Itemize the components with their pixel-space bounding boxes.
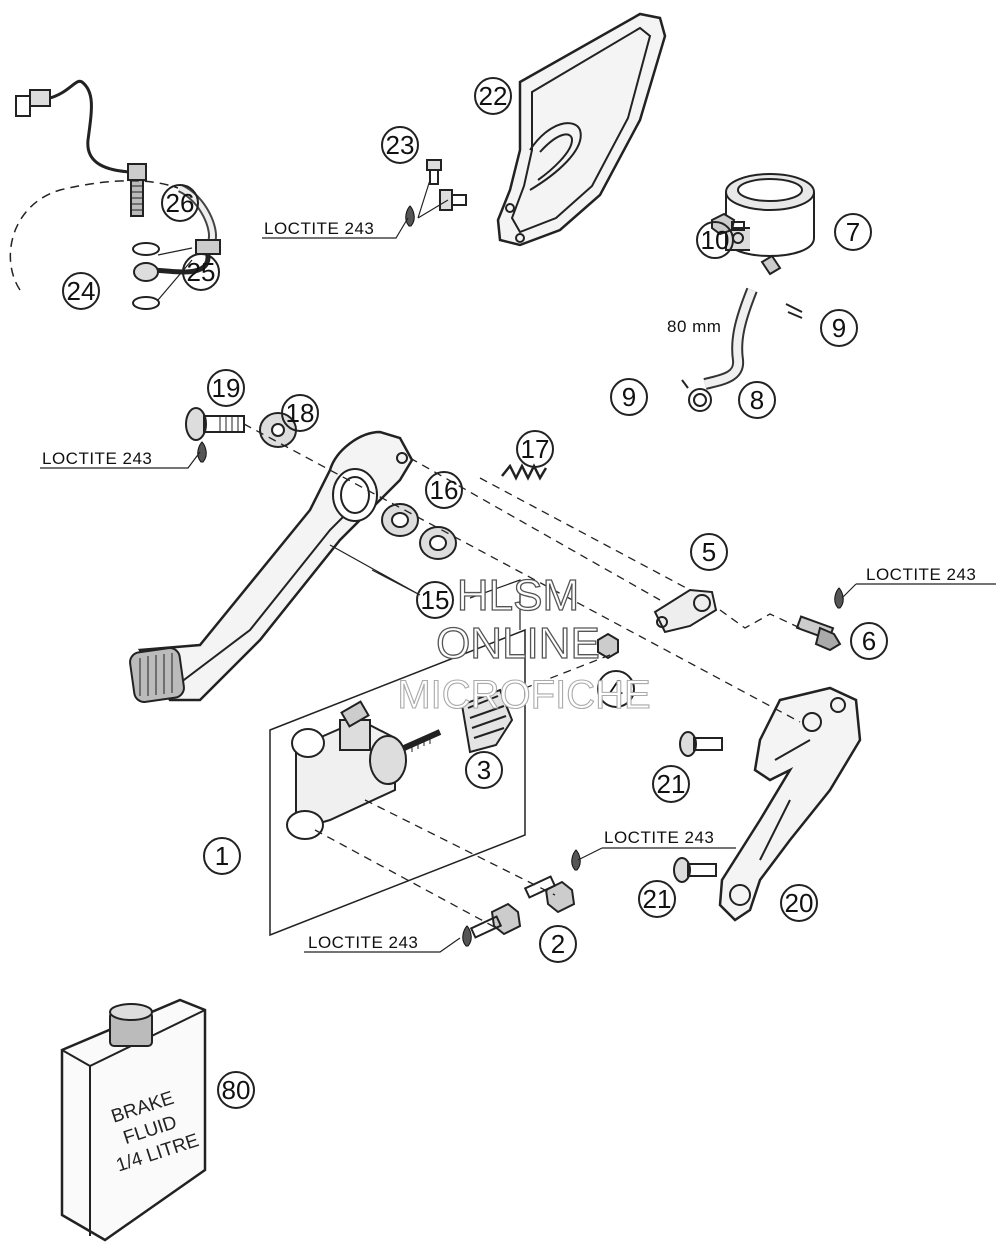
callout-17: 17 <box>521 434 550 464</box>
callout-16: 16 <box>430 475 459 505</box>
leader-lines <box>40 179 996 953</box>
callout-9a: 9 <box>832 313 846 343</box>
screws-21 <box>673 731 723 883</box>
hose-clamps-9 <box>681 303 803 412</box>
heel-guard <box>496 12 667 247</box>
loctite-note-left: LOCTITE 243 <box>42 449 152 468</box>
callout-80: 80 <box>222 1075 251 1105</box>
callout-25: 25 <box>187 257 216 287</box>
callout-6: 6 <box>862 626 876 656</box>
hose-8 <box>703 287 758 390</box>
bolt-6 <box>795 615 842 652</box>
callout-9b: 9 <box>622 382 636 412</box>
callout-circles <box>62 77 888 1109</box>
watermark-line1: HLSM <box>457 571 579 620</box>
callout-4: 4 <box>609 674 623 704</box>
master-cylinder <box>286 700 442 840</box>
callout-23: 23 <box>386 130 415 160</box>
loctite-note-top: LOCTITE 243 <box>264 219 374 238</box>
callout-26: 26 <box>166 188 195 218</box>
loctite-drops <box>197 205 844 947</box>
bolts-2 <box>469 875 576 939</box>
bushing-15a <box>381 503 419 537</box>
loctite-note-bottom: LOCTITE 243 <box>308 933 418 952</box>
callout-10: 10 <box>701 225 730 255</box>
brake-pedal <box>129 430 414 703</box>
loctite-note-right: LOCTITE 243 <box>866 565 976 584</box>
master-cylinder-frame <box>269 628 526 937</box>
clevis-5 <box>653 588 718 634</box>
callout-8: 8 <box>750 385 764 415</box>
callout-24: 24 <box>67 276 96 306</box>
callout-21a: 21 <box>657 769 686 799</box>
callout-21b: 21 <box>643 884 672 914</box>
spring-17 <box>501 463 548 481</box>
footrest-bracket <box>718 686 862 922</box>
assembly-lines <box>243 423 801 931</box>
callout-1: 1 <box>215 841 229 871</box>
callout-3: 3 <box>477 755 491 785</box>
bolt-19 <box>185 407 245 441</box>
boot-3 <box>460 688 514 754</box>
callout-numbers: 1 2 3 4 5 6 7 8 9 9 10 15 16 17 18 19 20… <box>67 81 877 1105</box>
brake-line <box>9 180 221 310</box>
reservoir <box>725 173 815 276</box>
watermark-line2: ONLINE <box>436 619 600 668</box>
brake-fluid-can <box>60 998 207 1242</box>
callout-18: 18 <box>286 398 315 428</box>
nut-4 <box>597 632 619 660</box>
callout-19: 19 <box>212 373 241 403</box>
loctite-note-mid: LOCTITE 243 <box>604 828 714 847</box>
bushing-15b <box>419 526 457 560</box>
watermark: HLSM ONLINE MICROFICHE <box>397 570 651 717</box>
callout-2: 2 <box>551 929 565 959</box>
screws-23 <box>426 159 467 211</box>
notes: LOCTITE 243 LOCTITE 243 LOCTITE 243 LOCT… <box>42 219 976 952</box>
watermark-line3: MICROFICHE <box>397 673 650 717</box>
hose-length-note: 80 mm <box>667 317 721 336</box>
brake-light-switch <box>15 79 147 217</box>
callout-20: 20 <box>785 888 814 918</box>
callout-15: 15 <box>421 585 450 615</box>
callout-22: 22 <box>479 81 508 111</box>
callout-7: 7 <box>846 217 860 247</box>
callout-5: 5 <box>702 537 716 567</box>
